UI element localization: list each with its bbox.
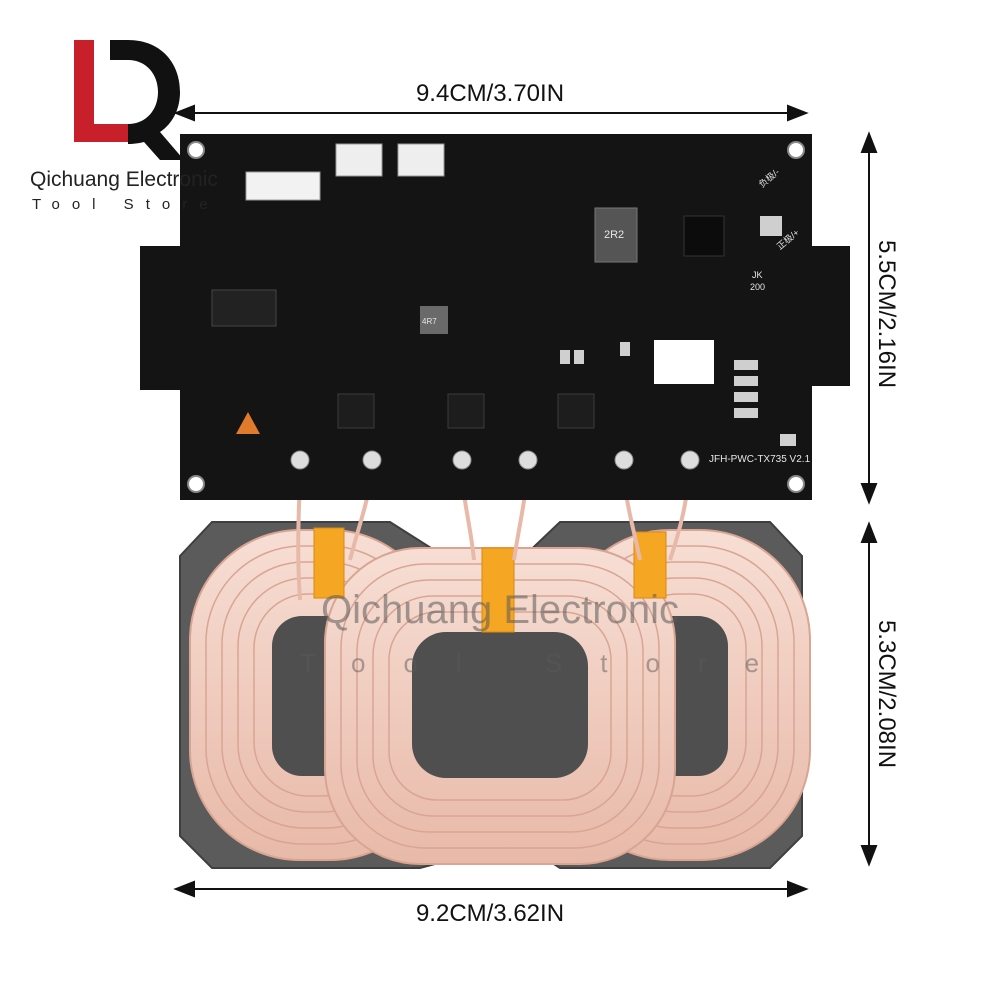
pcb-model-label: JFH-PWC-TX735 V2.1 [709, 454, 811, 465]
coil-width-label: 9.2CM/3.62IN [415, 900, 565, 927]
dimension-arrow-top [173, 104, 809, 122]
brand-name: Qichuang Electronic [30, 168, 218, 191]
pcb-width-label: 9.4CM/3.70IN [415, 80, 565, 107]
watermark-subtitle: Tool Store [300, 648, 798, 678]
pcb-height-label: 5.5CM/2.16IN [873, 239, 900, 389]
brand-logo [74, 40, 184, 160]
watermark-name: Qichuang Electronic [321, 588, 679, 632]
brand-subtitle: Tool Store [32, 196, 220, 213]
coil-tapes [313, 527, 667, 633]
dimension-arrow-bottom [173, 880, 809, 898]
dimension-arrow-right-bottom [860, 521, 878, 867]
jk-value-label: 200 [750, 282, 765, 292]
small-inductor-label: 4R7 [422, 317, 437, 326]
dimension-arrow-right-top [860, 131, 878, 505]
inductor-label: 2R2 [604, 229, 624, 241]
pcb-board [140, 134, 850, 500]
coil-center [324, 547, 676, 865]
jk-label: JK [752, 270, 763, 280]
